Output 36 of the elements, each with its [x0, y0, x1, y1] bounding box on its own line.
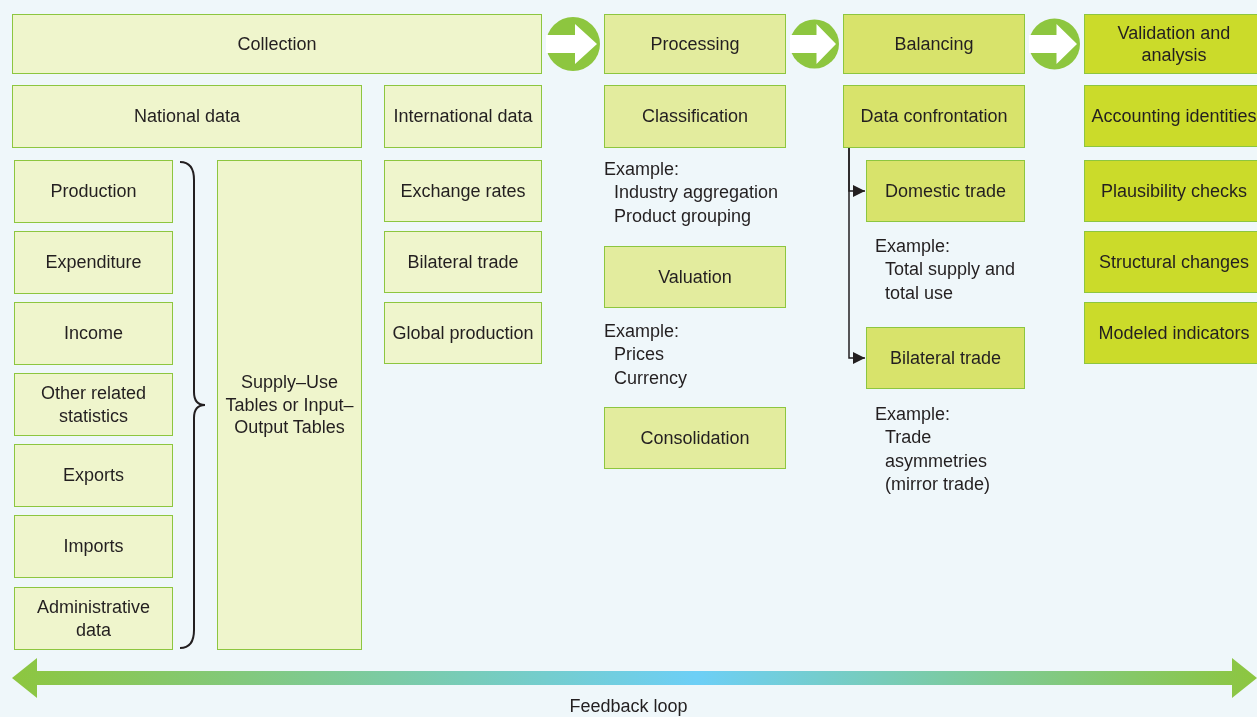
example-note: Example: Industry aggregation Product grouping — [604, 158, 780, 228]
process-box: Bilateral trade — [384, 231, 542, 293]
stage-box: Validation and analysis — [1084, 14, 1257, 74]
arrow — [848, 147, 866, 364]
circle-arrow — [1029, 18, 1080, 70]
process-box: National data — [12, 85, 362, 148]
process-box: Global production — [384, 302, 542, 364]
process-box: International data — [384, 85, 542, 148]
circle-arrow — [790, 19, 839, 69]
example-note: Example: Trade asymmetries (mirror trade) — [875, 403, 991, 497]
process-box: Valuation — [604, 246, 786, 308]
process-box: Production — [14, 160, 173, 223]
process-box: Exchange rates — [384, 160, 542, 222]
stage-box: Balancing — [843, 14, 1025, 74]
process-box: Exports — [14, 444, 173, 507]
process-box: Classification — [604, 85, 786, 148]
process-box: Other related statistics — [14, 373, 173, 436]
process-box: Data confrontation — [843, 85, 1025, 148]
process-box: Plausibility checks — [1084, 160, 1257, 222]
stage-box: Collection — [12, 14, 542, 74]
circle-arrow — [546, 17, 600, 71]
process-box: Administrative data — [14, 587, 173, 650]
process-box: Structural changes — [1084, 231, 1257, 293]
stage-box: Processing — [604, 14, 786, 74]
process-box: Consolidation — [604, 407, 786, 469]
process-box: Imports — [14, 515, 173, 578]
process-box: Domestic trade — [866, 160, 1025, 222]
process-box: Accounting identities — [1084, 85, 1257, 147]
process-box: Income — [14, 302, 173, 365]
example-note: Example: Total supply and total use — [875, 235, 1017, 305]
process-box: Expenditure — [14, 231, 173, 294]
process-box: Supply–Use Tables or Input–Output Tables — [217, 160, 362, 650]
feedback-label: Feedback loop — [569, 696, 688, 716]
example-note: Example: Prices Currency — [604, 320, 689, 390]
process-box: Modeled indicators — [1084, 302, 1257, 364]
process-box: Bilateral trade — [866, 327, 1025, 389]
